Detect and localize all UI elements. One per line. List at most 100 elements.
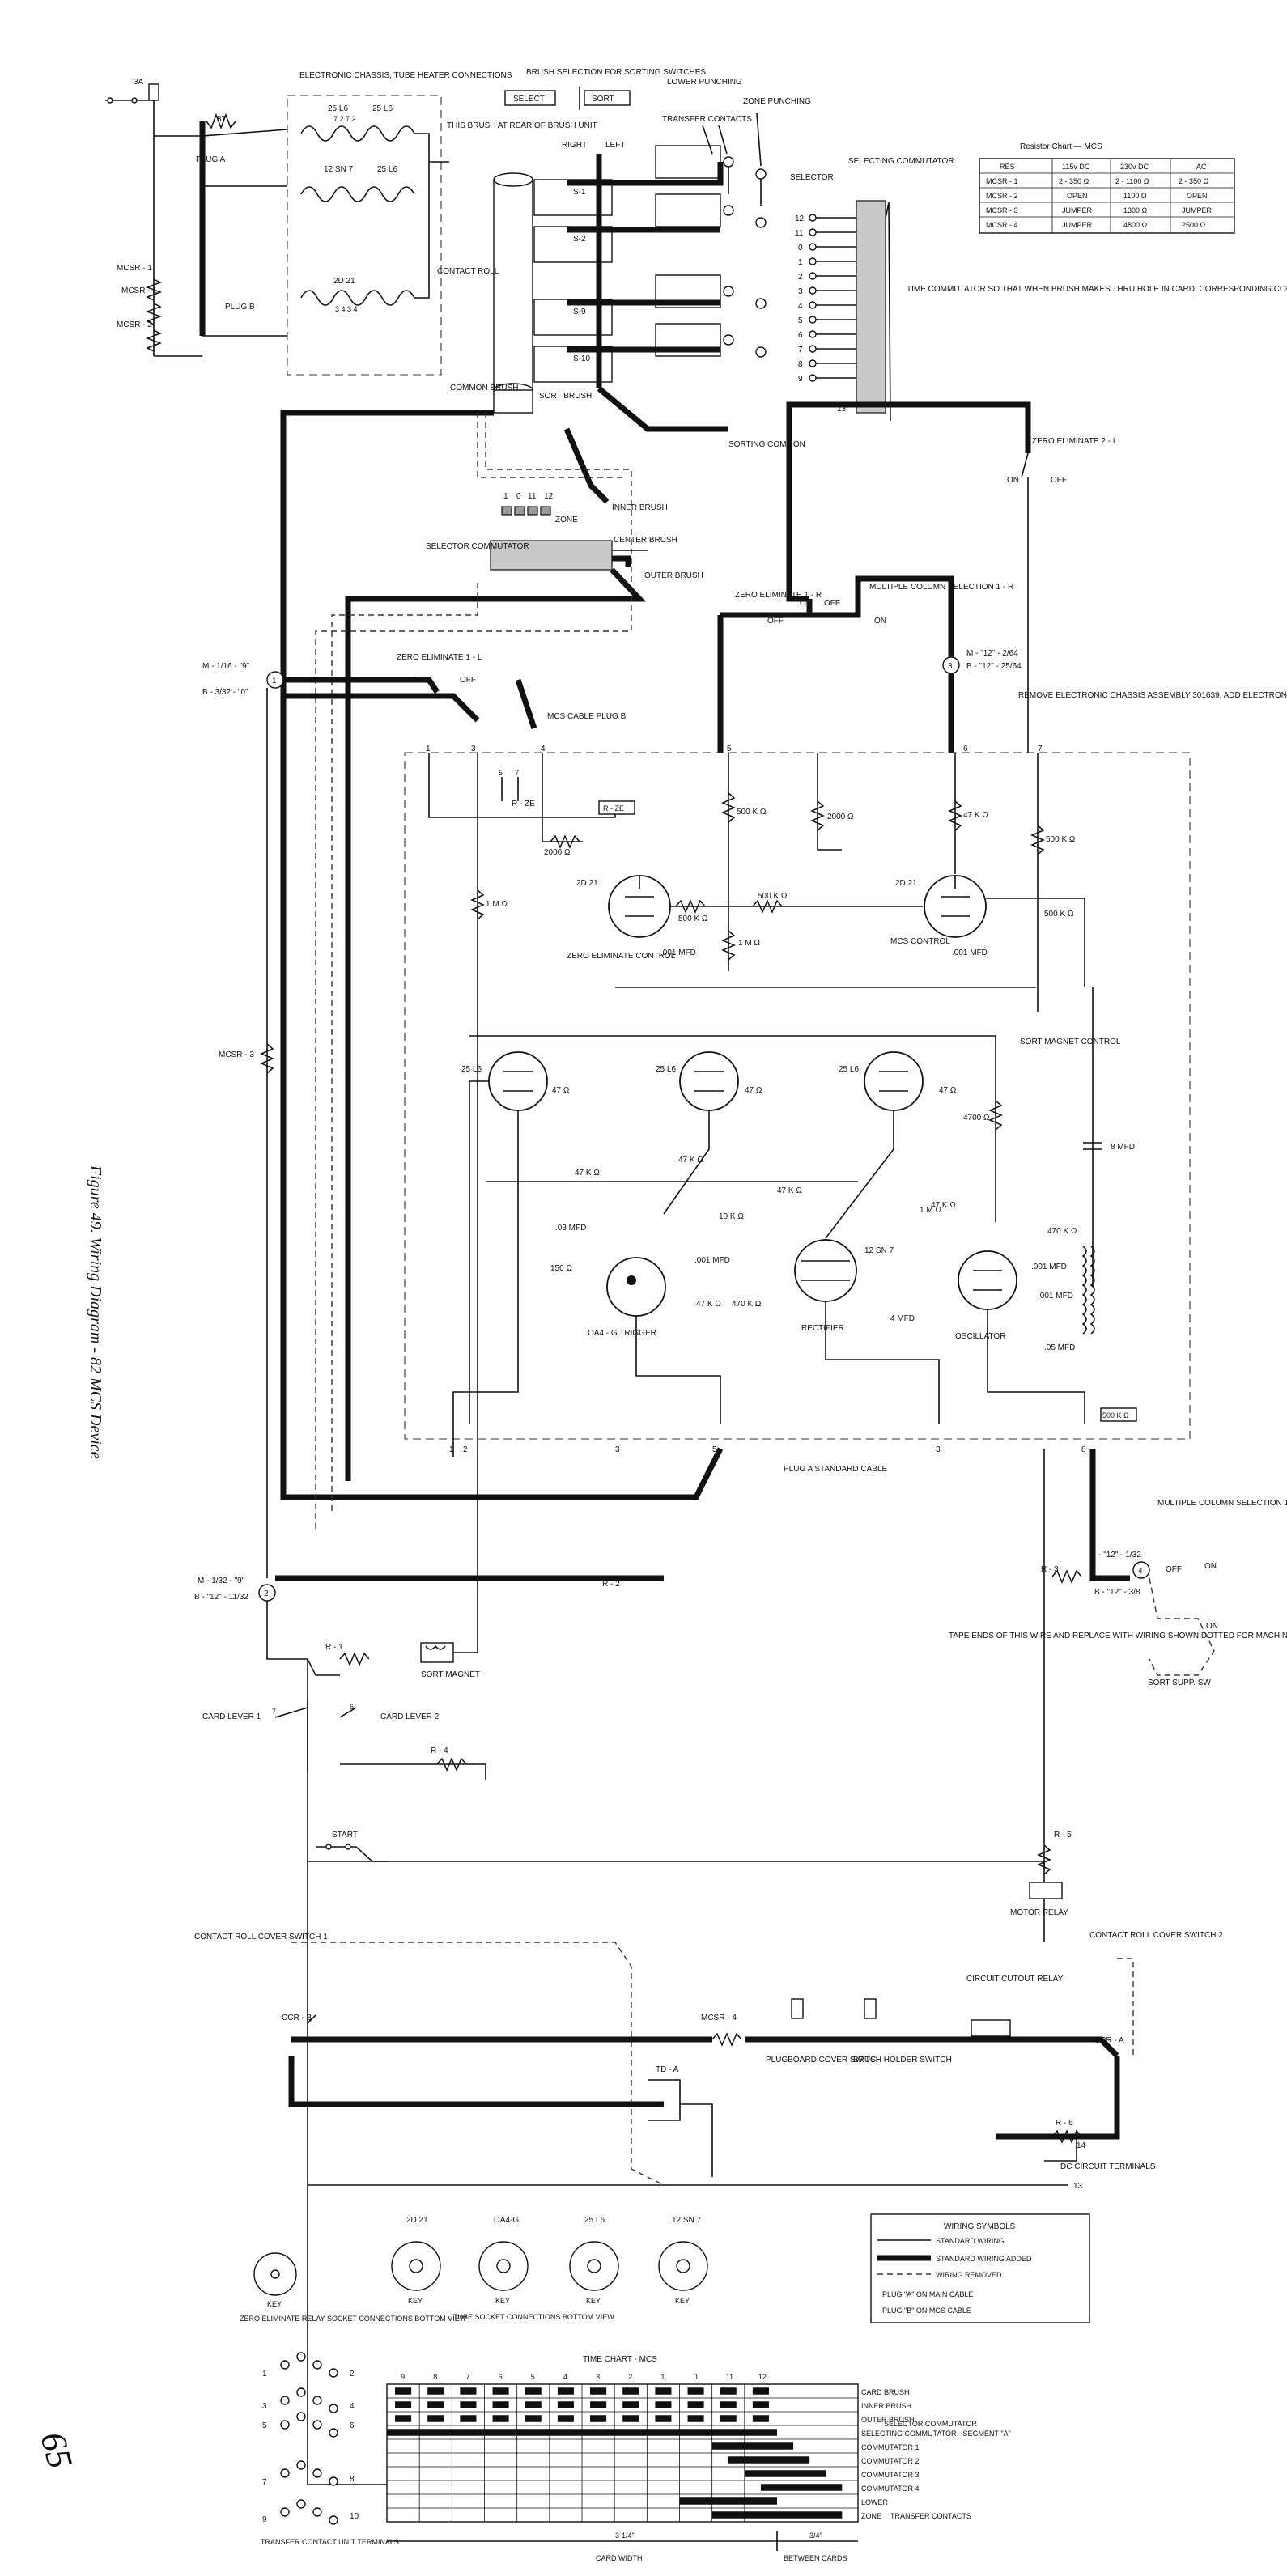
- ze-2l-label: ZERO ELIMINATE 2 - L: [1032, 437, 1118, 446]
- r3-label: R - 3: [1041, 1565, 1059, 1574]
- sort-supp-label: SORT SUPP. SW: [1148, 1678, 1211, 1687]
- r47-c: 47 Ω: [939, 1086, 957, 1095]
- sort-magnet-section: R - 1 SORT MAGNET CARD LEVER 1 CARD LEVE…: [202, 1457, 486, 1862]
- m-12-2-64-label: M - "12" - 2/64: [966, 649, 1018, 658]
- rc-r1-c0: MCSR - 2: [986, 192, 1018, 200]
- mcs-1l-on-b: ON: [1206, 1622, 1218, 1631]
- legend-standard: STANDARD WIRING: [936, 2237, 1005, 2245]
- sm-tube-2-type: 25 L6: [656, 1065, 676, 1074]
- tc-col-5: 4: [563, 2373, 567, 2381]
- tc-bar: [744, 2470, 826, 2477]
- rectifier-label: RECTIFIER: [801, 1324, 844, 1333]
- transfer-terminals-label: TRANSFER CONTACT UNIT TERMINALS: [261, 2538, 399, 2546]
- r2000-a: 2000 Ω: [544, 848, 571, 857]
- tc-bar: [711, 2442, 794, 2450]
- time-chart-title: TIME CHART - MCS: [583, 2355, 657, 2364]
- card-lever-2-label: CARD LEVER 2: [380, 1712, 440, 1721]
- transfer-contacts-label: TRANSFER CONTACTS: [662, 115, 752, 124]
- r1m-a: 1 M Ω: [738, 939, 760, 948]
- tc-bar: [460, 2415, 477, 2422]
- mcs-contact-4: [1132, 1561, 1150, 1579]
- r-ze-box: [598, 800, 635, 815]
- r1m-c: 1 M Ω: [920, 1206, 941, 1215]
- tc-bar: [752, 2387, 769, 2395]
- svg-text:3: 3: [948, 662, 953, 671]
- tc-bar: [622, 2401, 639, 2408]
- tube-25l6-1: [488, 1051, 548, 1111]
- heater-pins-b: 3 4 3 4: [335, 305, 358, 313]
- tc-bar: [655, 2415, 672, 2422]
- c8: 8 MFD: [1111, 1143, 1135, 1152]
- tc-row-label-0: CARD BRUSH: [861, 2388, 910, 2396]
- power-input-section: 3A 87 PLUG A MCSR - 1 MCSR - 1 MCSR - 2 …: [105, 78, 288, 357]
- r2000-b: 2000 Ω: [827, 813, 854, 821]
- socket-2d21-key: KEY: [408, 2297, 423, 2305]
- tc-row-label-9: ZONE: [861, 2512, 881, 2520]
- ze-2l-off: OFF: [1051, 476, 1067, 485]
- rc-h0: RES: [1000, 163, 1015, 171]
- c001-b: .001 MFD: [952, 948, 988, 957]
- tc-bar: [752, 2401, 769, 2408]
- b-3-32-label: B - 3/32 - "0": [202, 688, 248, 697]
- ccr-b-label: CCR - B: [282, 2014, 312, 2022]
- r10k: 10 K Ω: [719, 1212, 744, 1221]
- sort-brush-label: SORT BRUSH: [539, 392, 592, 401]
- term-9: 9: [262, 2515, 267, 2524]
- transfer-contacts: [639, 112, 767, 358]
- socket-25l6-label: 25 L6: [584, 2216, 605, 2225]
- selector-commutator-section: 1 0 11 12 ZONE INNER BRUSH SELECTOR COMM…: [280, 410, 703, 1530]
- oscillator-tube: [958, 1250, 1017, 1310]
- start-label: START: [332, 1831, 358, 1840]
- rc-h3: AC: [1196, 163, 1207, 171]
- heater-tube-25l6-b: 25 L6: [372, 104, 393, 113]
- tc-bar: [679, 2497, 777, 2505]
- rc-r2-c1: JUMPER: [1062, 206, 1093, 214]
- rc-r3-c1: JUMPER: [1062, 221, 1093, 229]
- right-label: RIGHT: [562, 141, 587, 150]
- resistor-chart-title: Resistor Chart — MCS: [1020, 142, 1102, 151]
- td-a-label: TD - A: [656, 2065, 679, 2074]
- tc-bar: [655, 2401, 672, 2408]
- mcs-1l-off: OFF: [1166, 1565, 1182, 1574]
- svg-text:5: 5: [712, 1445, 717, 1454]
- tc-row-label-4: COMMUTATOR 1: [861, 2443, 920, 2451]
- m-1-32-label: M - 1/32 - "9": [198, 1577, 245, 1585]
- heater-tube-25l6-c: 25 L6: [377, 165, 397, 174]
- tc-bar: [525, 2415, 542, 2422]
- tc-bar: [395, 2387, 412, 2395]
- term-6: 6: [350, 2421, 355, 2430]
- r300k: 500 K Ω: [1102, 1411, 1129, 1420]
- sm-tube-3-type: 25 L6: [839, 1065, 859, 1074]
- sort-magnet-coil: [420, 1642, 454, 1663]
- tc-group-transfer: TRANSFER CONTACTS: [890, 2512, 971, 2520]
- right-bus: MULTIPLE COLUMN SELECTION 1 - L 4 M - "1…: [602, 1449, 1287, 1942]
- tc-bar: [590, 2387, 607, 2395]
- svg-text:6: 6: [350, 1703, 354, 1711]
- socket-oa4g-key: KEY: [495, 2297, 510, 2305]
- fuse-label: 3A: [134, 78, 144, 87]
- r47-b: 47 Ω: [745, 1086, 762, 1095]
- svg-text:2: 2: [264, 1589, 269, 1598]
- ze-tube-type: 2D 21: [576, 879, 598, 888]
- t14-label: 14: [1077, 2141, 1086, 2150]
- selector-commutator-label: SELECTOR COMMUTATOR: [426, 542, 529, 551]
- selector-num-2: 0: [798, 244, 803, 253]
- zero-eliminate-section: ZERO ELIMINATE 2 - L ON OFF ZERO ELIMINA…: [202, 401, 1287, 753]
- trigger-tube: [606, 1257, 666, 1317]
- brush-holder-label: BRUSH HOLDER SWITCH: [853, 2056, 952, 2065]
- selector-num-12: 13: [837, 405, 847, 414]
- plug-a-std-label: PLUG A STANDARD CABLE: [784, 1465, 888, 1474]
- fuse-icon: [148, 83, 159, 101]
- commutator-num-3: 12: [544, 492, 554, 501]
- selecting-commutator-label: SELECTING COMMUTATOR: [848, 157, 954, 166]
- motor-relay-coil: [1029, 1882, 1063, 1899]
- selector-num-5: 3: [798, 287, 803, 296]
- selector-num-9: 7: [798, 346, 803, 354]
- tc-row-label-2: OUTER BRUSH: [861, 2416, 915, 2424]
- selector-num-1: 11: [795, 229, 804, 238]
- rc-r1-c2: 1100 Ω: [1123, 192, 1147, 200]
- rc-r0-c2: 2 - 1100 Ω: [1115, 177, 1149, 185]
- tc-col-8: 1: [660, 2373, 665, 2381]
